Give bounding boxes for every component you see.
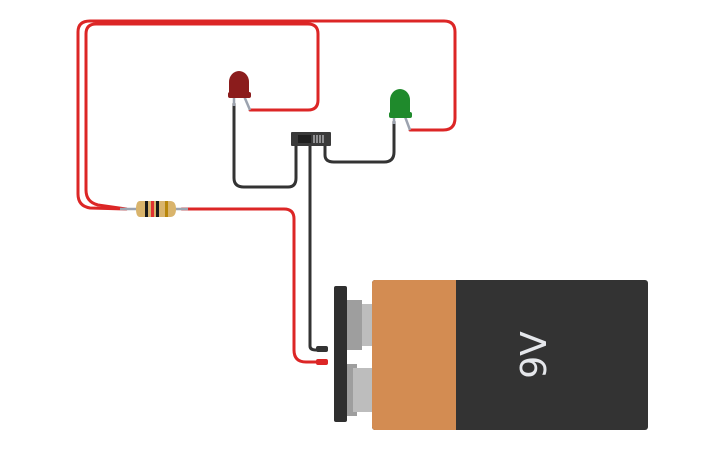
slide-switch[interactable] <box>291 132 331 146</box>
red-wires <box>76 19 457 364</box>
battery-9v[interactable]: 9V <box>316 280 648 430</box>
green-led[interactable] <box>389 89 412 131</box>
wire-resistor-to-battery-positive[interactable] <box>180 207 324 364</box>
battery-cap-plate <box>334 286 347 422</box>
wire-resistor-to-green-led[interactable] <box>76 19 457 211</box>
wire-red-led-to-switch[interactable] <box>232 102 298 189</box>
red-led[interactable] <box>228 71 252 111</box>
positive-connector <box>316 359 328 365</box>
battery-terminal-positive[interactable] <box>347 364 373 416</box>
wire-resistor-to-red-led[interactable] <box>84 22 320 211</box>
resistor[interactable] <box>120 201 188 217</box>
wire-switch-to-battery-negative[interactable] <box>308 144 324 352</box>
switch-slider-ridges <box>313 135 324 143</box>
negative-connector <box>316 346 328 352</box>
battery-terminal-negative[interactable] <box>347 300 373 350</box>
battery-label: 9V <box>514 331 555 379</box>
wire-switch-to-green-led[interactable] <box>323 120 396 164</box>
battery-band <box>372 280 456 430</box>
dark-wires <box>232 102 396 352</box>
battery-band-edge <box>440 280 456 430</box>
